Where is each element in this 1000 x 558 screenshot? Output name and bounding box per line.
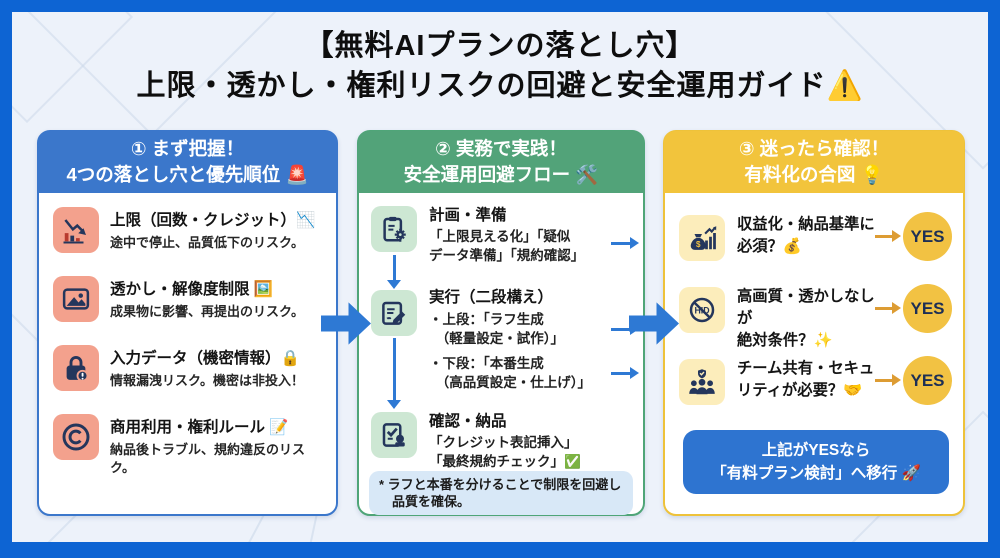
pitfall-desc: 情報漏洩リスク。機密は非投入！ <box>110 373 304 388</box>
flow-header-line2: 安全運用回避フロー 🛠️ <box>403 164 599 185</box>
pitfall-title: 上限（回数・クレジット）📉 <box>110 212 316 229</box>
pitfall-title: 商用利用・権利ルール 📝 <box>110 419 289 436</box>
signals-card: ③ 迷ったら確認！ 有料化の合図 💡 $ 収益化・ <box>663 130 965 516</box>
page-title-line2: 上限・透かし・権利リスクの回避と安全運用ガイド⚠️ <box>136 70 864 102</box>
yes-badge: YES <box>903 212 952 261</box>
pitfall-desc: 途中で停止、品質低下のリスク。 <box>110 235 304 250</box>
copyright-icon <box>53 414 99 460</box>
flow-card: ② 実務で実践！ 安全運用回避フロー 🛠️ 計画・準備 「上限見える化」「疑似 … <box>357 130 645 516</box>
flow-down-connector <box>393 255 396 280</box>
team-security-icon <box>679 359 725 405</box>
list-item: チーム共有・セキュ リティが必要？🤝 YES <box>665 356 963 408</box>
lock-warning-icon <box>53 345 99 391</box>
page-title-line1: 【無料AIプランの落とし穴】 <box>304 30 696 62</box>
moneybag-growth-icon: $ <box>679 215 725 261</box>
pitfall-desc: 成果物に影響、再提出のリスク。 <box>110 304 304 319</box>
flow-down-arrow-icon <box>387 400 401 409</box>
flow-note: * ラフと本番を分けることで制限を回避し 品質を確保。 <box>369 471 633 515</box>
pitfall-title: 入力データ（機密情報）🔒 <box>110 350 300 367</box>
pitfalls-card: ① まず把握！ 4つの落とし穴と優先順位 🚨 <box>37 130 338 516</box>
flow-step-bullet: ・上段：「ラフ生成 （軽量設定・試作）」 <box>429 312 564 346</box>
flow-down-connector <box>393 338 396 400</box>
list-item-text: 商用利用・権利ルール 📝 納品後トラブル、規約違反のリスク。 <box>110 414 324 477</box>
flow-step-title: 確認・納品 <box>429 413 507 430</box>
pitfall-desc: 納品後トラブル、規約違反のリスク。 <box>110 442 306 475</box>
page-title: 【無料AIプランの落とし穴】 上限・透かし・権利リスクの回避と安全運用ガイド⚠️ <box>12 26 988 106</box>
flow-right-arrow-icon <box>611 367 639 379</box>
flow-right-arrow-icon <box>611 323 639 335</box>
list-item-text: 透かし・解像度制限 🖼️ 成果物に影響、再提出のリスク。 <box>110 276 304 321</box>
list-item-text: 入力データ（機密情報）🔒 情報漏洩リスク。機密は非投入！ <box>110 345 304 390</box>
yes-badge: YES <box>903 284 952 333</box>
signals-header-line1: ③ 迷ったら確認！ <box>738 138 890 159</box>
svg-text:$: $ <box>696 240 701 249</box>
content-panel: 【無料AIプランの落とし穴】 上限・透かし・権利リスクの回避と安全運用ガイド⚠️… <box>12 12 988 542</box>
flow-step-desc: 「クレジット表記挿入」 「最終規約チェック」✅ <box>429 435 581 469</box>
flow-step-title: 実行（二段構え） <box>429 289 554 306</box>
no-watermark-icon: HID <box>679 287 725 333</box>
signals-header-line2: 有料化の合図 💡 <box>744 164 884 185</box>
pitfalls-list: 上限（回数・クレジット）📉 途中で停止、品質低下のリスク。 透かし・解像度制限 … <box>39 194 336 514</box>
pitfalls-card-header: ① まず把握！ 4つの落とし穴と優先順位 🚨 <box>38 131 337 193</box>
flow-step-title: 計画・準備 <box>429 207 507 224</box>
signal-arrow-icon <box>875 302 901 314</box>
flow-down-arrow-icon <box>387 280 401 289</box>
declining-chart-icon <box>53 207 99 253</box>
signal-question: チーム共有・セキュ リティが必要？🤝 <box>737 360 875 399</box>
list-item: HID 高画質・透かしなしが 絶対条件？✨ YES <box>665 284 963 349</box>
list-item: $ 収益化・納品基準に 必須？💰 YES <box>665 212 963 264</box>
paid-plan-cta: 上記がYESなら 「有料プラン検討」へ移行 🚀 <box>683 430 949 494</box>
flow-step-desc: 「上限見える化」「疑似 データ準備」「規約確認」 <box>429 229 585 263</box>
flow-step-bullet: ・下段：「本番生成 （高品質設定・仕上げ）」 <box>429 356 591 390</box>
signal-question: 収益化・納品基準に 必須？💰 <box>737 216 875 255</box>
signals-card-header: ③ 迷ったら確認！ 有料化の合図 💡 <box>664 131 964 193</box>
memo-pencil-icon <box>371 290 417 336</box>
flow-card-header: ② 実務で実践！ 安全運用回避フロー 🛠️ <box>358 131 644 193</box>
list-item: 商用利用・権利ルール 📝 納品後トラブル、規約違反のリスク。 <box>53 414 324 477</box>
pitfalls-header-line2: 4つの落とし穴と優先順位 🚨 <box>66 164 309 185</box>
pitfalls-header-line1: ① まず把握！ <box>130 138 245 159</box>
flow-right-arrow-icon <box>611 237 639 249</box>
yes-badge: YES <box>903 356 952 405</box>
image-icon <box>53 276 99 322</box>
clipboard-gear-icon <box>371 206 417 252</box>
flow-header-line1: ② 実務で実践！ <box>435 138 567 159</box>
document-check-stamp-icon <box>371 412 417 458</box>
list-item: 透かし・解像度制限 🖼️ 成果物に影響、再提出のリスク。 <box>53 276 324 336</box>
signal-question: 高画質・透かしなしが 絶対条件？✨ <box>737 288 875 349</box>
list-item: 入力データ（機密情報）🔒 情報漏洩リスク。機密は非投入！ <box>53 345 324 405</box>
pitfall-title: 透かし・解像度制限 🖼️ <box>110 281 274 298</box>
signal-arrow-icon <box>875 374 901 386</box>
list-item-text: 上限（回数・クレジット）📉 途中で停止、品質低下のリスク。 <box>110 207 315 252</box>
signal-arrow-icon <box>875 230 901 242</box>
list-item: 上限（回数・クレジット）📉 途中で停止、品質低下のリスク。 <box>53 207 324 267</box>
